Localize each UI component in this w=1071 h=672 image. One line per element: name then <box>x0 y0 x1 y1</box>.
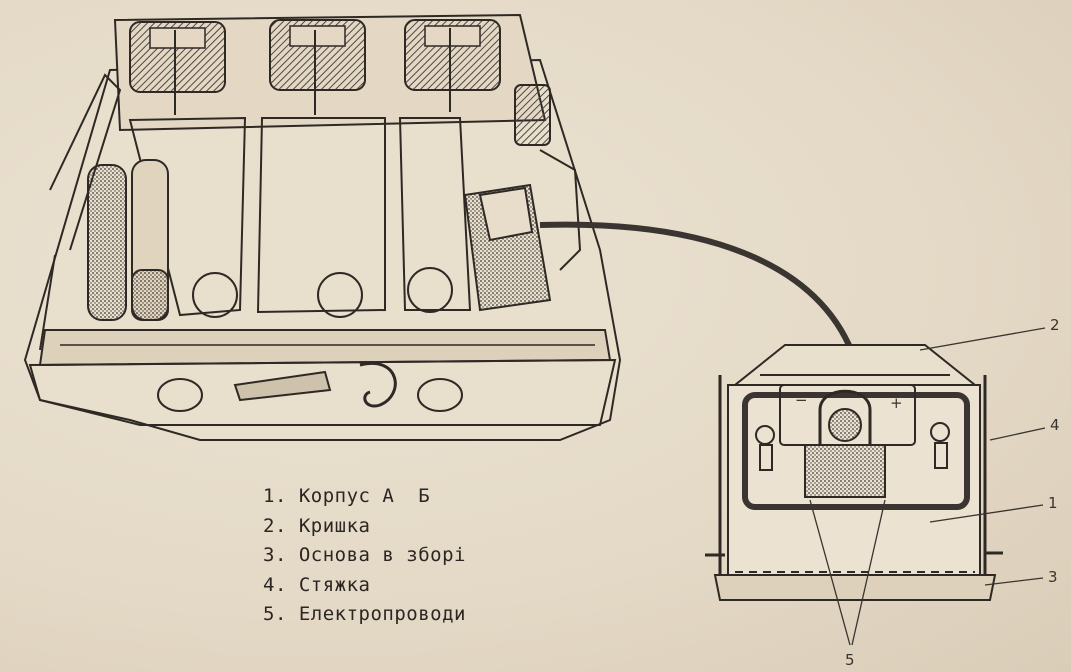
leader-lines <box>809 327 1046 646</box>
hook-right <box>417 378 463 412</box>
tow-hook <box>359 361 397 408</box>
legend-item: 4. Стяжка <box>263 573 371 596</box>
battery-strap <box>742 392 970 510</box>
callout-5: 5 <box>845 651 855 669</box>
tow-link <box>233 370 332 402</box>
callout-4: 4 <box>1050 416 1060 434</box>
bay-right <box>398 117 472 311</box>
compartment <box>23 13 622 441</box>
leader-1 <box>929 504 1044 523</box>
legend-item: 3. Основа в зборі <box>263 544 466 566</box>
mount-1 <box>192 272 238 318</box>
callout-1: 1 <box>1048 494 1058 512</box>
bay-middle <box>256 117 386 314</box>
legend-item: 1. Корпус А Б <box>263 485 431 507</box>
battery-base <box>713 574 997 601</box>
mount-2 <box>317 272 363 318</box>
battery-lid <box>732 344 978 386</box>
side-bracket <box>514 84 551 146</box>
cylinder-1 <box>87 164 127 321</box>
battery-detail <box>705 344 1003 601</box>
mount-3 <box>407 267 453 313</box>
leader-5a <box>809 499 851 646</box>
battery-in-compartment <box>463 183 552 312</box>
leader-2 <box>919 327 1046 351</box>
callout-3: 3 <box>1048 568 1058 586</box>
electric-cable <box>539 221 858 361</box>
legend-item: 2. Кришка <box>263 514 371 537</box>
leader-4 <box>989 427 1046 441</box>
terminal-minus: − <box>795 391 808 409</box>
terminal-plus: + <box>890 394 903 412</box>
hook-left <box>157 378 203 412</box>
leader-3 <box>984 577 1044 586</box>
front-rail <box>38 329 612 367</box>
parts-legend: 1. Корпус А Б 2. Кришка 3. Основа в збор… <box>263 482 466 630</box>
legend-item: 5. Електропроводи <box>263 603 466 625</box>
callout-2: 2 <box>1050 316 1060 334</box>
leader-5b <box>851 499 886 646</box>
